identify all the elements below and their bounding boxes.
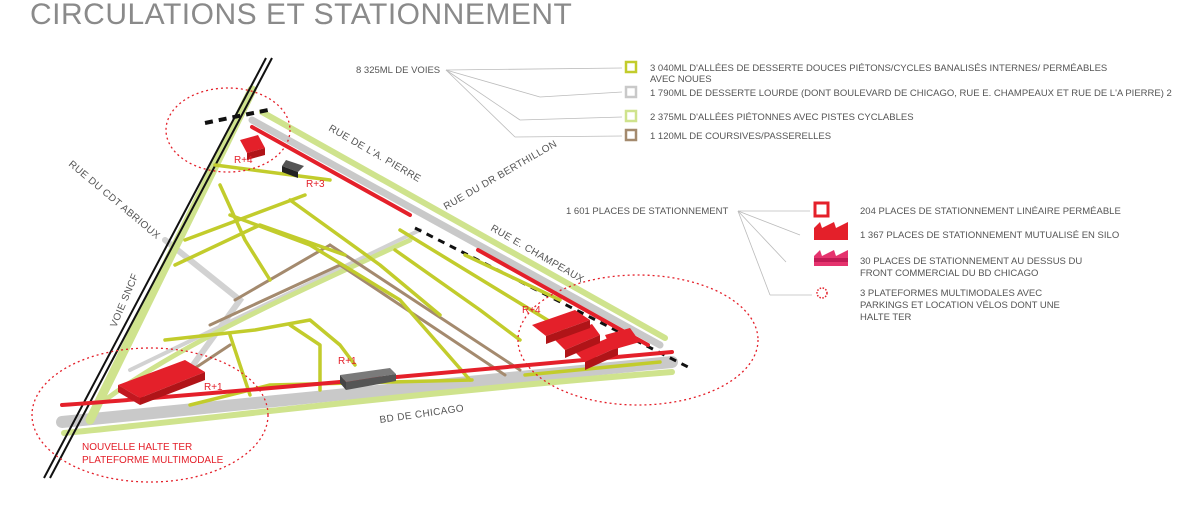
- label-r4-top: R+4: [234, 155, 253, 166]
- multimodal-circles: [31, 87, 759, 483]
- passerelle-3: [328, 243, 522, 372]
- stationnement-item-2-line1: 1 367 PLACES DE STATIONNEMENT MUTUALISÉ …: [860, 230, 1119, 241]
- street-rue-berthillon: RUE DU DR BERTHILLON: [442, 139, 559, 213]
- soft-alleys: [163, 163, 662, 407]
- silo-top-r4: [240, 135, 265, 153]
- voies-total: 8 325ML DE VOIES: [356, 65, 440, 76]
- dashed-link-top: [204, 108, 269, 125]
- voies-leader-lines: [445, 67, 623, 138]
- parking-rue-champeaux: [476, 248, 650, 347]
- light-green-square-icon: [624, 109, 638, 123]
- street-bd-chicago: BD DE CHICAGO: [379, 403, 465, 426]
- alley-mid-3: [288, 198, 442, 317]
- voies-item-1-line1: 3 040ML D'ALLÉES DE DESSERTE DOUCES PIÉT…: [650, 63, 1107, 74]
- silo-right-r4: [532, 310, 590, 336]
- building-top-r3: [282, 160, 304, 172]
- rail-line-1: [43, 57, 267, 479]
- passerelle-1: [233, 243, 332, 302]
- halte-label-line2: PLATEFORME MULTIMODALE: [82, 455, 224, 466]
- page-title: CIRCULATIONS ET STATIONNEMENT: [30, 0, 572, 31]
- building-center-r1: [340, 368, 396, 382]
- stationnement-total: 1 601 PLACES DE STATIONNEMENT: [566, 206, 728, 217]
- road-rue-abrioux: [162, 237, 245, 375]
- multimodal-circle-right: [517, 274, 759, 406]
- silo-left-r1: [118, 360, 205, 398]
- rail-line-2: [49, 57, 273, 479]
- multimodal-circle-left: [31, 347, 269, 483]
- halte-label-line1: NOUVELLE HALTE TER: [82, 442, 192, 453]
- alley-top-3: [183, 193, 307, 242]
- voies-item-4-line1: 1 120ML DE COURSIVES/PASSERELLES: [650, 131, 831, 142]
- alley-top-2: [218, 183, 272, 282]
- label-r1-left: R+1: [204, 382, 223, 393]
- voies-item-1-line2: AVEC NOUES: [650, 74, 712, 85]
- stationnement-item-3-line2: FRONT COMMERCIAL DU BD CHICAGO: [860, 268, 1038, 279]
- buildings: [118, 135, 640, 405]
- legend-stationnement: 1 601 PLACES DE STATIONNEMENT 204 PLACES…: [566, 201, 1121, 323]
- alley-right-3: [463, 253, 562, 302]
- parking-bd-chicago: [60, 350, 674, 407]
- street-rue-abrioux: RUE DU CDT ABRIOUX: [66, 159, 162, 242]
- alley-top-1: [213, 163, 332, 182]
- label-r3-top: R+3: [306, 179, 325, 190]
- brown-square-icon: [624, 128, 638, 142]
- multimodal-circle-top: [165, 87, 291, 173]
- legend-voies: 8 325ML DE VOIES 3 040ML D'ALLÉES DE DES…: [356, 60, 1172, 142]
- red-dotted-circle-icon: [816, 287, 828, 299]
- stationnement-leader-lines: [737, 210, 812, 296]
- grey-square-icon: [624, 85, 638, 99]
- alley-mid-4: [393, 248, 522, 342]
- alley-low-1: [163, 318, 357, 367]
- alley-right-2: [398, 228, 574, 337]
- road-internal-grey: [128, 228, 422, 372]
- stationnement-item-4-line3: HALTE TER: [860, 312, 912, 323]
- parking-rue-pierre: [250, 125, 412, 217]
- label-r1-center: R+1: [338, 356, 357, 367]
- alley-low-4: [188, 378, 474, 407]
- voies-item-2-line1: 1 790ML DE DESSERTE LOURDE (DONT BOULEVA…: [650, 88, 1172, 99]
- lane-bd-chicago: [61, 369, 675, 436]
- road-rue-pierre: [248, 116, 664, 349]
- lime-square-icon: [624, 60, 638, 74]
- coursives-passerelles: [178, 243, 522, 380]
- railway: [43, 57, 273, 479]
- alley-mid-2: [228, 213, 472, 382]
- alley-low-2: [228, 333, 252, 397]
- stationnement-item-4-line2: PARKINGS ET LOCATION VÉLOS DONT UNE: [860, 300, 1060, 311]
- stationnement-item-3-line1: 30 PLACES DE STATIONNEMENT AU DESSUS DU: [860, 256, 1082, 267]
- passerelle-4: [338, 263, 507, 377]
- stationnement-item-4-line1: 3 PLATEFORMES MULTIMODALES AVEC: [860, 288, 1042, 299]
- stationnement-item-1-line1: 204 PLACES DE STATIONNEMENT LINÉAIRE PER…: [860, 206, 1121, 217]
- red-outline-square-icon: [813, 201, 830, 218]
- red-sawtooth-icon: [814, 222, 848, 240]
- voies-item-3-line1: 2 375ML D'ALLÉES PIÉTONNES AVEC PISTES C…: [650, 112, 914, 123]
- alley-mid-1: [173, 223, 347, 267]
- passerelle-2: [208, 263, 342, 327]
- alley-low-3: [288, 323, 322, 392]
- lane-rue-pierre: [259, 109, 668, 341]
- label-r4-right: R+4: [522, 305, 541, 316]
- alley-right: [523, 360, 662, 377]
- linear-parking: [60, 125, 674, 407]
